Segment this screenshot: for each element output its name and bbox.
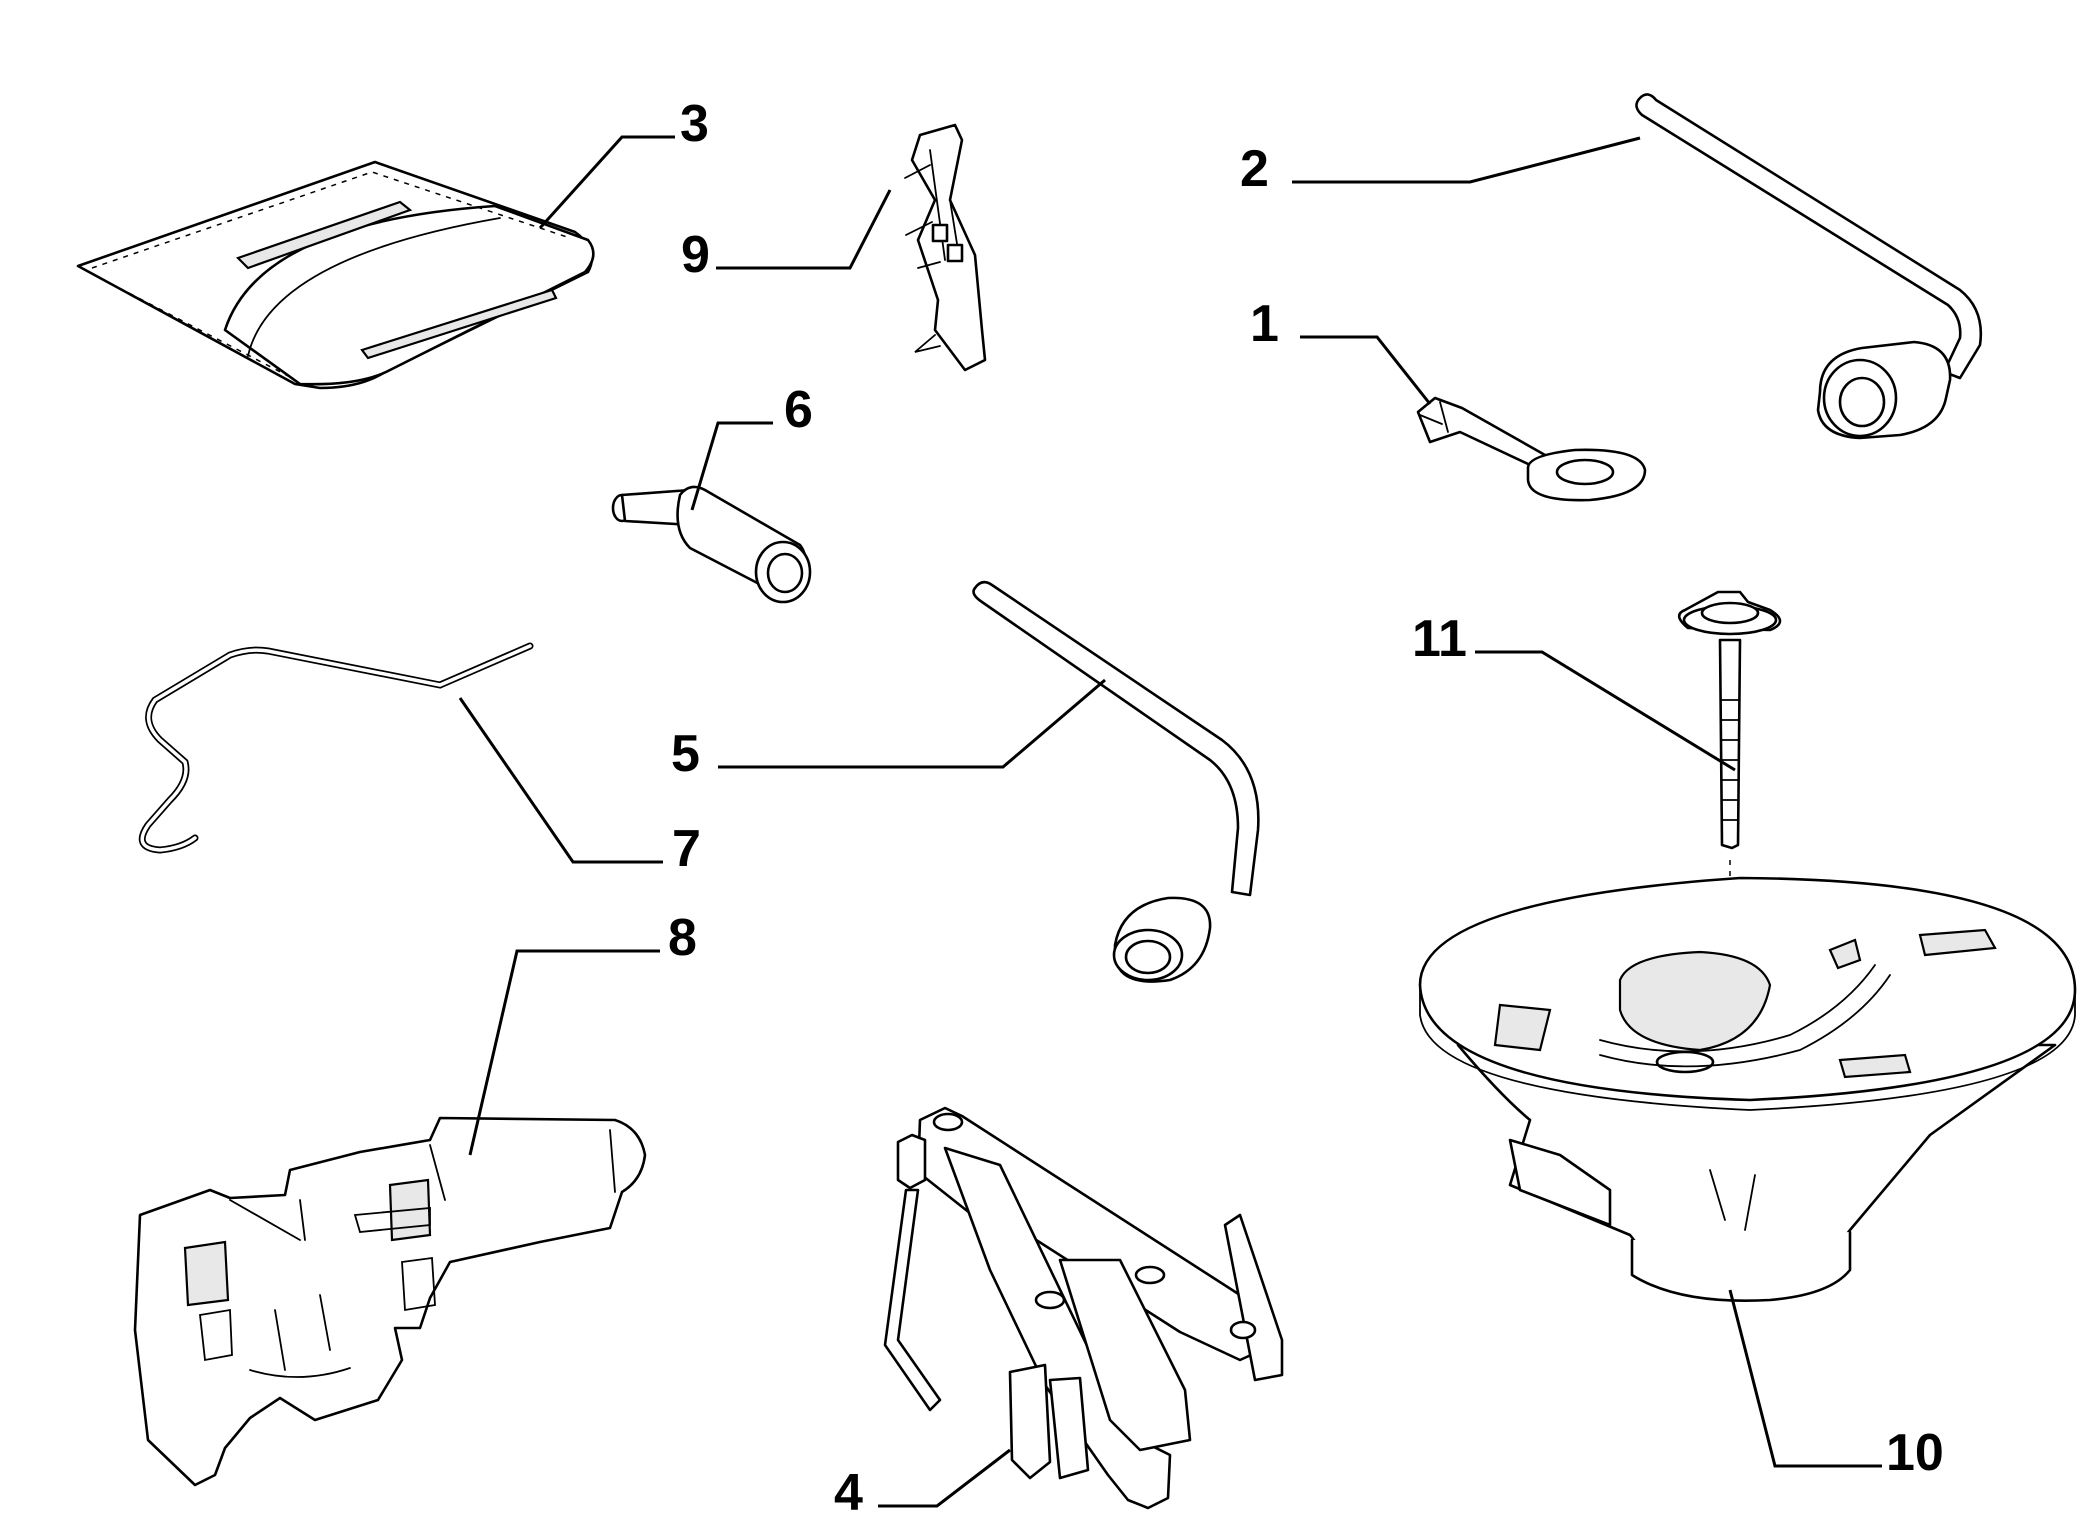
part-6-socket-adaptor	[611, 485, 812, 604]
callout-7: 7	[672, 820, 701, 878]
part-10-spare-wheel-holder	[1418, 876, 2077, 1303]
callout-3: 3	[680, 95, 709, 153]
callout-5: 5	[671, 725, 700, 783]
leader-10	[1728, 1289, 1882, 1468]
callout-labels: 3 9 2 1 6 7 5 8 11 10 4	[668, 95, 1944, 1522]
callout-2: 2	[1240, 140, 1269, 198]
part-4-jack	[883, 1106, 1284, 1510]
leader-3	[538, 135, 675, 230]
leader-9	[716, 189, 892, 270]
part-3-tool-pouch	[76, 160, 595, 390]
leader-11	[1475, 650, 1736, 772]
callout-10: 10	[1886, 1424, 1944, 1482]
part-5-wheel-brace	[972, 580, 1260, 983]
callout-4: 4	[834, 1464, 863, 1522]
part-9-bracket	[904, 123, 987, 372]
leader-8	[468, 949, 660, 1156]
leader-2	[1292, 136, 1641, 184]
part-7-wire-hook	[138, 642, 534, 854]
callout-11: 11	[1412, 610, 1467, 668]
leader-6	[690, 421, 773, 511]
part-1-towing-eye	[1416, 396, 1647, 502]
part-8-cover-tray	[133, 1116, 647, 1487]
leader-7	[458, 697, 663, 864]
callout-1: 1	[1250, 295, 1279, 353]
leader-lines	[458, 135, 1882, 1508]
leader-1	[1300, 335, 1432, 405]
callout-9: 9	[681, 226, 710, 284]
leader-5	[718, 678, 1106, 769]
leader-4	[878, 1448, 1011, 1508]
part-2-wheel-brace	[1635, 93, 1983, 440]
callout-8: 8	[668, 909, 697, 967]
callout-6: 6	[784, 381, 813, 439]
part-11-bolt	[1677, 590, 1782, 1035]
